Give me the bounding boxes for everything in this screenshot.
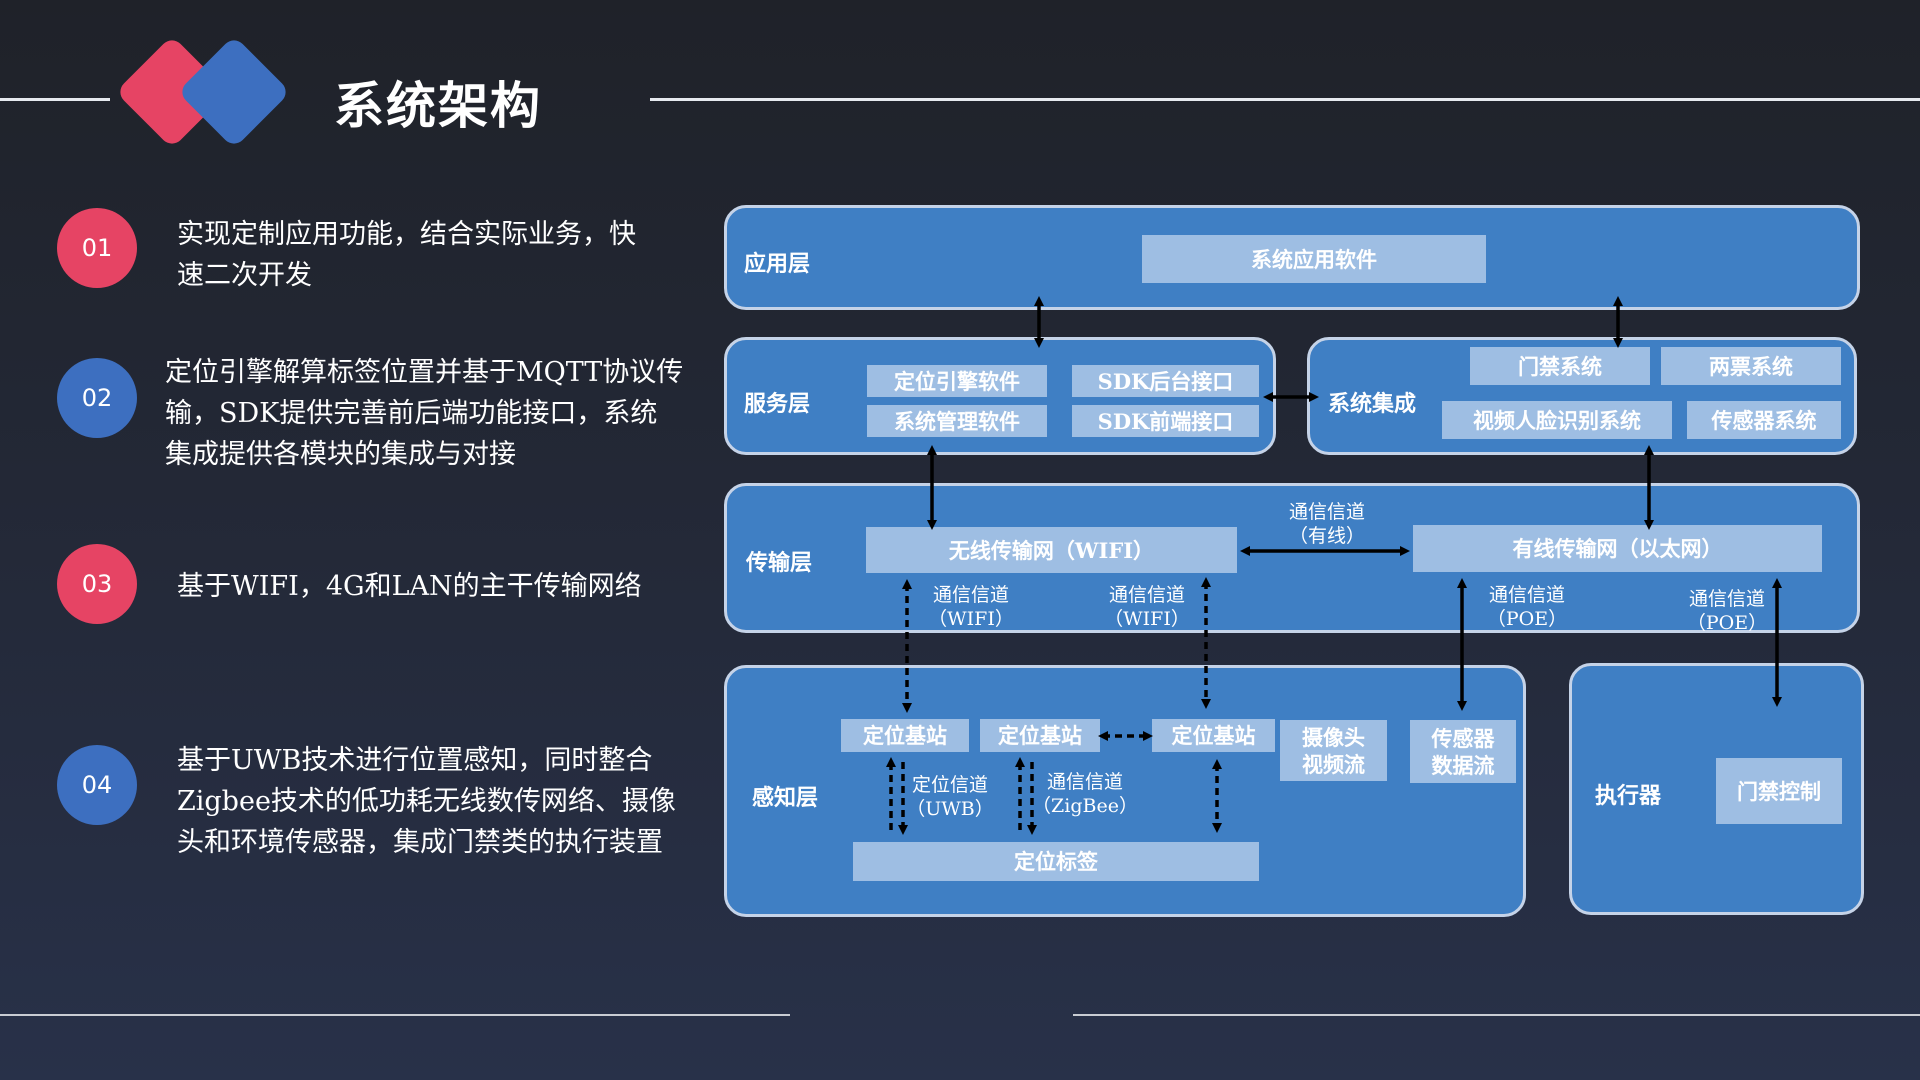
channel-wifi-1-line-2: （WIFI）	[928, 608, 1014, 630]
sdk-backend-interface: SDK后台接口	[1072, 365, 1259, 397]
header-line-left	[0, 98, 110, 101]
wired-network: 有线传输网（以太网）	[1413, 525, 1822, 572]
positioning-tag: 定位标签	[853, 842, 1259, 881]
point-2-line-1: 定位引擎解算标签位置并基于MQTT协议传	[165, 357, 684, 388]
video-face-recognition-system: 视频人脸识别系统	[1442, 401, 1672, 439]
point-text-3: 基于WIFI，4G和LAN的主干传输网络	[177, 566, 697, 607]
channel-uwb-line-2: （UWB）	[906, 798, 994, 820]
integration-label: 系统集成	[1328, 391, 1417, 417]
point-4-line-1: 基于UWB技术进行位置感知，同时整合	[177, 745, 653, 776]
positioning-station-2: 定位基站	[980, 719, 1100, 752]
footer-line-right	[1073, 1014, 1920, 1016]
wired-link-note: 通信信道 （有线）	[1272, 500, 1382, 548]
channel-poe-1-line-2: （POE）	[1486, 608, 1568, 630]
perception-layer-label: 感知层	[752, 785, 819, 811]
channel-poe-2-line-1: 通信信道	[1688, 588, 1765, 610]
positioning-engine-software: 定位引擎软件	[867, 365, 1047, 397]
camera-video-stream: 摄像头 视频流	[1280, 720, 1387, 781]
system-app-software: 系统应用软件	[1142, 235, 1486, 283]
channel-poe-1: 通信信道 （POE）	[1472, 583, 1582, 631]
point-badge-4: 04	[57, 745, 137, 825]
sensor-data-stream: 传感器 数据流	[1410, 720, 1516, 783]
channel-wifi-2: 通信信道 （WIFI）	[1092, 583, 1202, 631]
point-1-line-1: 实现定制应用功能，结合实际业务，快	[177, 219, 636, 250]
wired-link-note-line-1: 通信信道	[1288, 501, 1365, 523]
positioning-station-1: 定位基站	[841, 719, 969, 752]
footer-line-left	[0, 1014, 790, 1016]
channel-uwb-line-1: 定位信道	[911, 774, 988, 796]
channel-wifi-1-line-1: 通信信道	[932, 584, 1009, 606]
sensor-system: 传感器系统	[1687, 401, 1841, 439]
two-ticket-system: 两票系统	[1661, 347, 1841, 385]
point-badge-2: 02	[57, 358, 137, 438]
sensor-line-2: 数据流	[1431, 752, 1495, 778]
point-1-line-2: 速二次开发	[177, 260, 312, 291]
wired-link-note-line-2: （有线）	[1288, 525, 1365, 547]
point-2-line-2: 输，SDK提供完善前后端功能接口，系统	[165, 398, 658, 429]
channel-wifi-2-line-2: （WIFI）	[1104, 608, 1190, 630]
camera-line-1: 摄像头	[1302, 724, 1365, 750]
channel-zigbee-line-2: （ZigBee）	[1032, 795, 1138, 817]
channel-wifi-2-line-1: 通信信道	[1108, 584, 1185, 606]
point-text-1: 实现定制应用功能，结合实际业务，快 速二次开发	[177, 214, 677, 296]
point-4-line-3: 头和环境传感器，集成门禁类的执行装置	[177, 827, 663, 858]
service-layer-label: 服务层	[744, 391, 811, 417]
actuator-label: 执行器	[1595, 783, 1662, 809]
point-2-line-3: 集成提供各模块的集成与对接	[165, 439, 516, 470]
point-text-4: 基于UWB技术进行位置感知，同时整合 Zigbee技术的低功耗无线数传网络、摄像…	[177, 740, 717, 863]
channel-uwb: 定位信道 （UWB）	[900, 773, 1000, 821]
channel-poe-1-line-1: 通信信道	[1488, 584, 1565, 606]
application-layer-label: 应用层	[744, 251, 811, 277]
wireless-network: 无线传输网（WIFI）	[866, 527, 1237, 573]
point-text-2: 定位引擎解算标签位置并基于MQTT协议传 输，SDK提供完善前后端功能接口，系统…	[165, 352, 705, 475]
channel-wifi-1: 通信信道 （WIFI）	[916, 583, 1026, 631]
access-control-system: 门禁系统	[1470, 347, 1650, 385]
system-management-software: 系统管理软件	[867, 405, 1047, 437]
point-badge-3: 03	[57, 544, 137, 624]
header-line-right	[650, 98, 1920, 101]
sensor-line-1: 传感器	[1431, 725, 1495, 751]
point-4-line-2: Zigbee技术的低功耗无线数传网络、摄像	[177, 786, 676, 817]
channel-zigbee: 通信信道 （ZigBee）	[1030, 770, 1140, 818]
point-3-line-1: 基于WIFI，4G和LAN的主干传输网络	[177, 571, 642, 602]
camera-line-2: 视频流	[1302, 751, 1365, 777]
channel-poe-2-line-2: （POE）	[1686, 612, 1768, 634]
page-title: 系统架构	[334, 76, 542, 135]
channel-poe-2: 通信信道 （POE）	[1672, 587, 1782, 635]
sdk-frontend-interface: SDK前端接口	[1072, 405, 1259, 437]
door-control: 门禁控制	[1716, 758, 1842, 824]
transport-layer-label: 传输层	[746, 550, 813, 576]
positioning-station-3: 定位基站	[1152, 719, 1275, 752]
channel-zigbee-line-1: 通信信道	[1046, 771, 1123, 793]
point-badge-1: 01	[57, 208, 137, 288]
